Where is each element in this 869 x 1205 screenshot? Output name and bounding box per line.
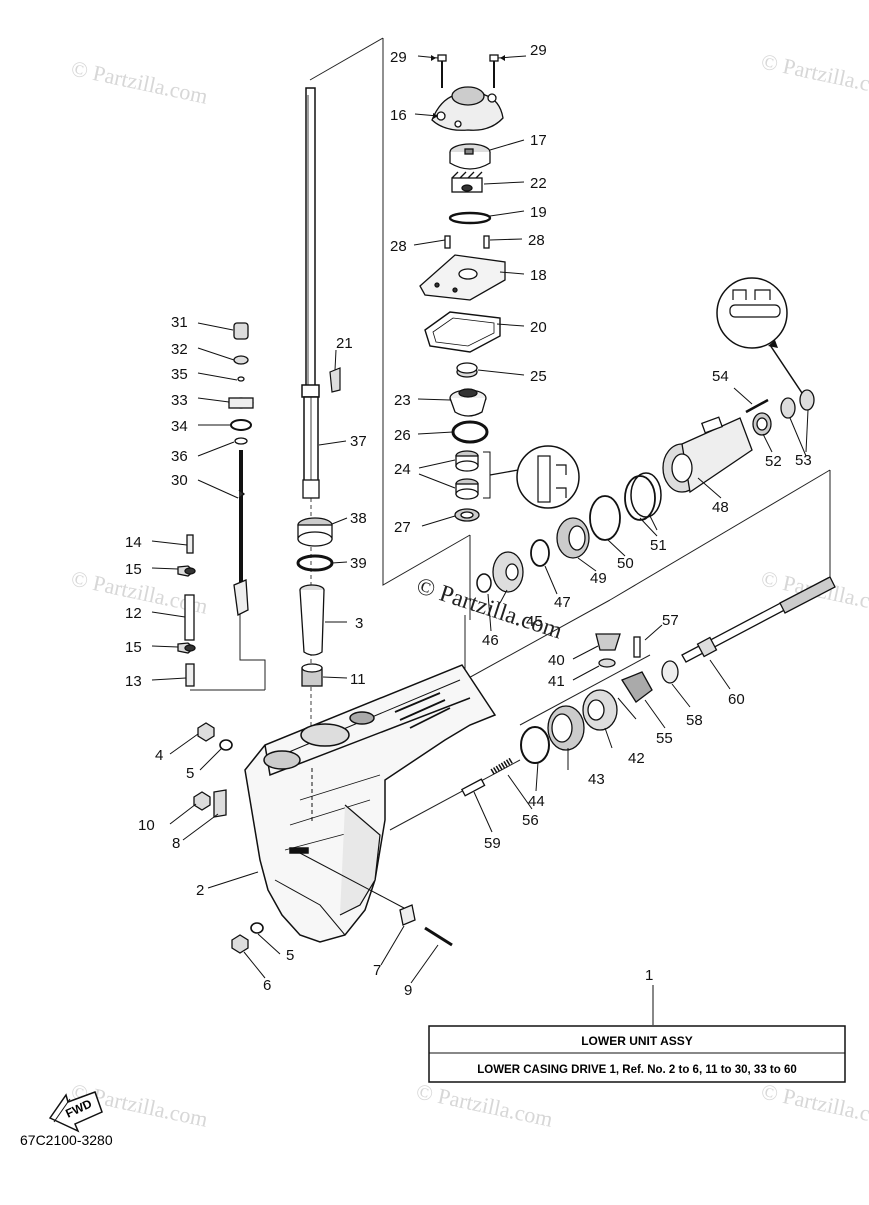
callout-47[interactable]: 47 bbox=[554, 594, 571, 611]
callout-53[interactable]: 53 bbox=[795, 452, 812, 469]
callout-37[interactable]: 37 bbox=[350, 433, 367, 450]
callout-44[interactable]: 44 bbox=[528, 793, 545, 810]
callout-60[interactable]: 60 bbox=[728, 691, 745, 708]
callout-40[interactable]: 40 bbox=[548, 652, 565, 669]
leader-lines bbox=[151, 55, 809, 1025]
propeller-shaft-group bbox=[461, 389, 836, 797]
callout-3[interactable]: 3 bbox=[355, 615, 363, 632]
drawing-code: 67C2100-3280 bbox=[20, 1132, 113, 1148]
callout-34[interactable]: 34 bbox=[171, 418, 188, 435]
callout-46[interactable]: 46 bbox=[482, 632, 499, 649]
detail-circle-53 bbox=[716, 277, 803, 394]
callout-22[interactable]: 22 bbox=[530, 175, 547, 192]
callout-29[interactable]: 29 bbox=[390, 49, 407, 66]
callout-38[interactable]: 38 bbox=[350, 510, 367, 527]
key-21 bbox=[329, 367, 341, 393]
callout-56[interactable]: 56 bbox=[522, 812, 539, 829]
callout-49[interactable]: 49 bbox=[590, 570, 607, 587]
watermark: © Partzilla.com bbox=[414, 1078, 555, 1131]
callout-50[interactable]: 50 bbox=[617, 555, 634, 572]
callout-15[interactable]: 15 bbox=[125, 639, 142, 656]
callout-15[interactable]: 15 bbox=[125, 561, 142, 578]
shift-parts bbox=[228, 322, 254, 616]
callout-43[interactable]: 43 bbox=[588, 771, 605, 788]
callout-35[interactable]: 35 bbox=[171, 366, 188, 383]
callout-51[interactable]: 51 bbox=[650, 537, 667, 554]
callout-24[interactable]: 24 bbox=[394, 461, 411, 478]
insert-17 bbox=[449, 143, 491, 170]
callout-13[interactable]: 13 bbox=[125, 673, 142, 690]
callout-8[interactable]: 8 bbox=[172, 835, 180, 852]
callout-6[interactable]: 6 bbox=[263, 977, 271, 994]
water-pump-parts bbox=[419, 54, 506, 522]
callout-29[interactable]: 29 bbox=[530, 42, 547, 59]
callout-28[interactable]: 28 bbox=[390, 238, 407, 255]
callout-58[interactable]: 58 bbox=[686, 712, 703, 729]
callout-55[interactable]: 55 bbox=[656, 730, 673, 747]
callout-41[interactable]: 41 bbox=[548, 673, 565, 690]
callout-21[interactable]: 21 bbox=[336, 335, 353, 352]
callout-1[interactable]: 1 bbox=[645, 967, 653, 984]
callout-30[interactable]: 30 bbox=[171, 472, 188, 489]
detail-circle-24 bbox=[489, 445, 580, 509]
callout-18[interactable]: 18 bbox=[530, 267, 547, 284]
callout-17[interactable]: 17 bbox=[530, 132, 547, 149]
pump-housing-16 bbox=[431, 86, 504, 131]
callout-12[interactable]: 12 bbox=[125, 605, 142, 622]
callout-32[interactable]: 32 bbox=[171, 341, 188, 358]
callout-5[interactable]: 5 bbox=[186, 765, 194, 782]
leader-arrows bbox=[431, 55, 505, 119]
callout-labels: 1 2 3 4 5 5 6 7 8 9 10 11 12 13 14 15 15… bbox=[125, 42, 812, 999]
callout-2[interactable]: 2 bbox=[196, 882, 204, 899]
callout-7[interactable]: 7 bbox=[373, 962, 381, 979]
watermark: © Partzilla.com bbox=[69, 55, 210, 108]
callout-19[interactable]: 19 bbox=[530, 204, 547, 221]
callout-23[interactable]: 23 bbox=[394, 392, 411, 409]
callout-20[interactable]: 20 bbox=[530, 319, 547, 336]
callout-10[interactable]: 10 bbox=[138, 817, 155, 834]
callout-26[interactable]: 26 bbox=[394, 427, 411, 444]
callout-59[interactable]: 59 bbox=[484, 835, 501, 852]
callout-11[interactable]: 11 bbox=[350, 671, 366, 688]
title-box-description: LOWER CASING DRIVE 1, Ref. No. 2 to 6, 1… bbox=[477, 1064, 797, 1076]
group-outlines bbox=[190, 37, 831, 831]
callout-14[interactable]: 14 bbox=[125, 534, 142, 551]
impeller-22 bbox=[451, 171, 483, 193]
callout-31[interactable]: 31 bbox=[171, 314, 188, 331]
callout-27[interactable]: 27 bbox=[394, 519, 411, 536]
callout-16[interactable]: 16 bbox=[390, 107, 407, 124]
callout-36[interactable]: 36 bbox=[171, 448, 188, 465]
callout-52[interactable]: 52 bbox=[765, 453, 782, 470]
callout-48[interactable]: 48 bbox=[712, 499, 729, 516]
callout-25[interactable]: 25 bbox=[530, 368, 547, 385]
fwd-arrow-icon: FWD bbox=[48, 1091, 103, 1133]
left-column-parts bbox=[177, 534, 196, 687]
callout-9[interactable]: 9 bbox=[404, 982, 412, 999]
title-box-title: LOWER UNIT ASSY bbox=[581, 1034, 693, 1048]
watermark: © Partzilla.com bbox=[759, 1078, 869, 1131]
center-stack bbox=[296, 517, 334, 687]
callout-28[interactable]: 28 bbox=[528, 232, 545, 249]
callout-33[interactable]: 33 bbox=[171, 392, 188, 409]
callout-42[interactable]: 42 bbox=[628, 750, 645, 767]
callout-45[interactable]: 45 bbox=[526, 613, 543, 630]
callout-39[interactable]: 39 bbox=[350, 555, 367, 572]
callout-54[interactable]: 54 bbox=[712, 368, 729, 385]
bolt-29-right bbox=[489, 54, 499, 88]
watermark: © Partzilla.com bbox=[759, 48, 869, 101]
bolt-29-left bbox=[437, 54, 447, 88]
callout-57[interactable]: 57 bbox=[662, 612, 679, 629]
title-box: LOWER UNIT ASSY LOWER CASING DRIVE 1, Re… bbox=[428, 1025, 846, 1083]
callout-4[interactable]: 4 bbox=[155, 747, 163, 764]
callout-5[interactable]: 5 bbox=[286, 947, 294, 964]
lower-casing-2 bbox=[244, 664, 497, 943]
